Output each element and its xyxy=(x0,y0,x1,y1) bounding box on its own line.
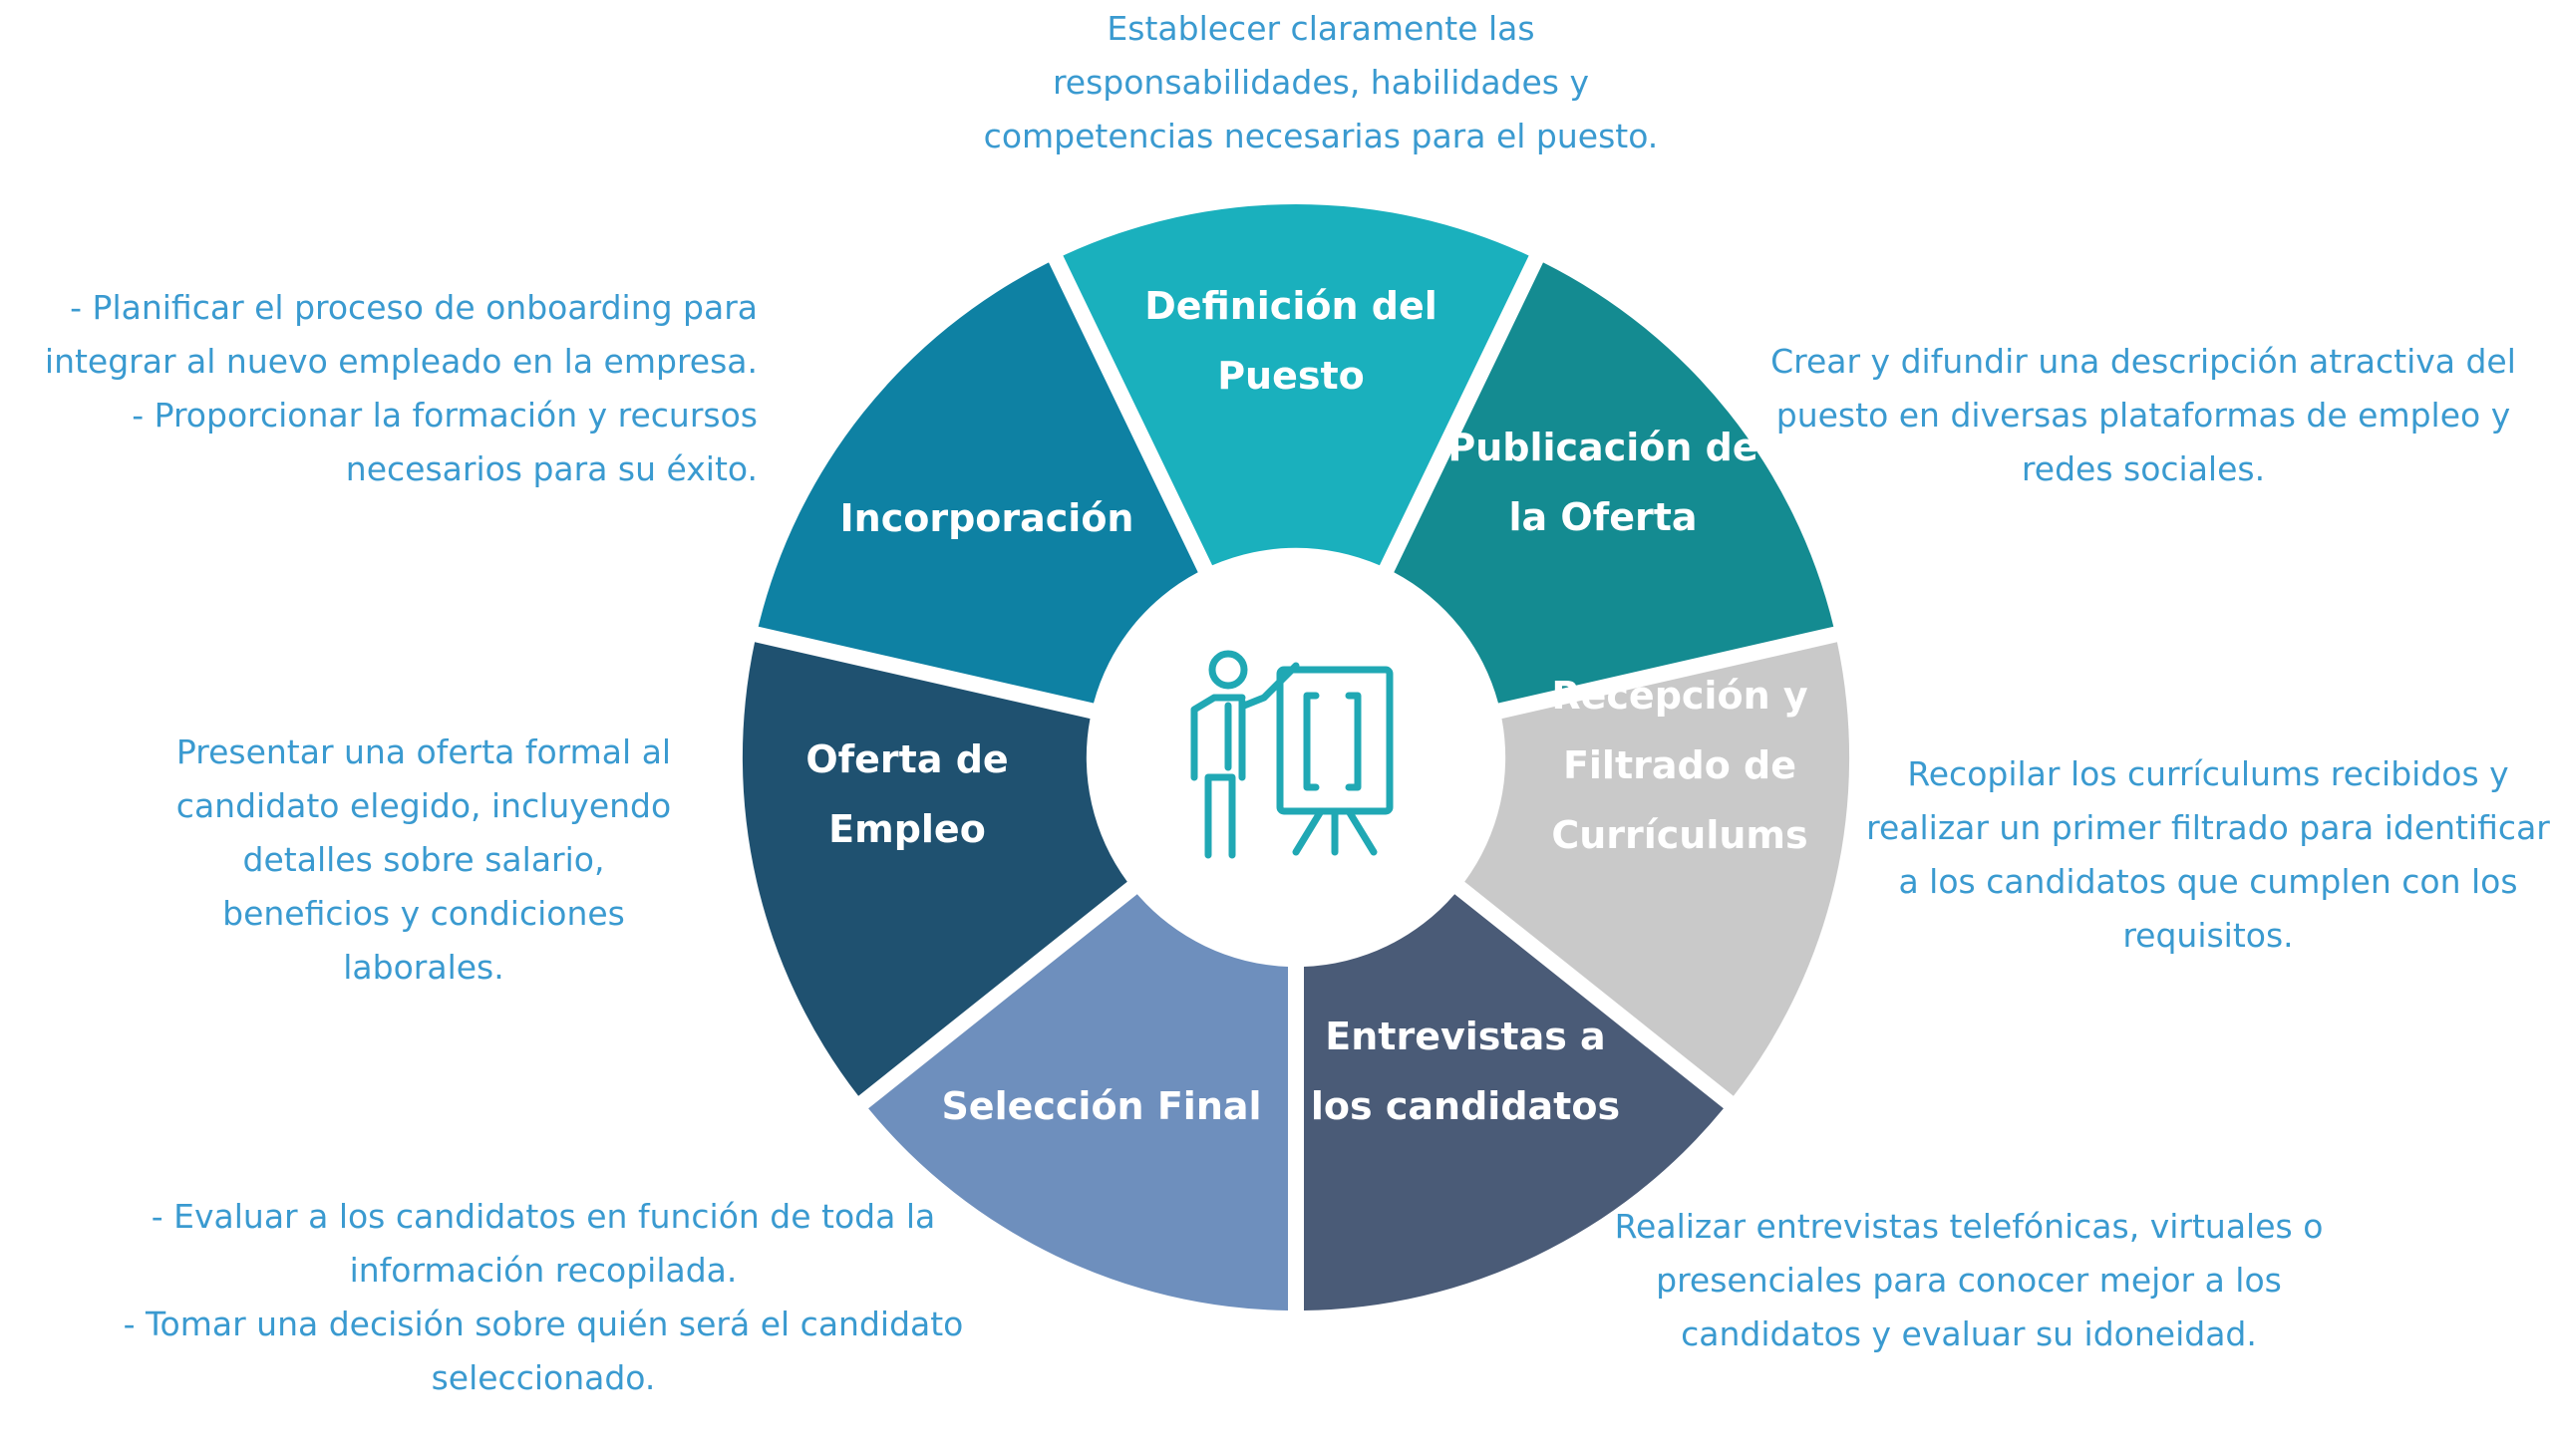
segment-label-line: Definición del xyxy=(1144,284,1437,328)
description-publicacion: Crear y difundir una descripción atracti… xyxy=(1770,342,2516,488)
description-entrevistas: Realizar entrevistas telefónicas, virtua… xyxy=(1614,1207,2324,1353)
wheel-segments xyxy=(742,203,1850,1310)
segment-seleccion xyxy=(868,894,1288,1310)
segment-incorporacion xyxy=(758,262,1198,704)
segment-label-line: Publicación de xyxy=(1447,426,1757,469)
presenter-board-icon xyxy=(1190,650,1394,859)
segment-label-recepcion: Recepción y Filtrado de Currículums xyxy=(1551,674,1808,857)
segment-label-seleccion: Selección Final xyxy=(941,1084,1261,1128)
segment-label-incorporacion: Incorporación xyxy=(840,496,1134,540)
segment-label-oferta: Oferta de Empleo xyxy=(805,737,1008,851)
description-recepcion: Recopilar los currículums recibidos y re… xyxy=(1866,754,2550,955)
segment-label-entrevistas: Entrevistas a los candidatos xyxy=(1311,1015,1620,1128)
segment-oferta xyxy=(742,642,1127,1096)
segment-label-line: Recepción y xyxy=(1551,674,1807,718)
segment-recepcion xyxy=(1464,642,1850,1096)
description-seleccion: - Evaluar a los candidatos en función de… xyxy=(123,1197,964,1397)
segment-label-line: Currículums xyxy=(1551,813,1807,857)
segment-label-line: Entrevistas a xyxy=(1325,1015,1605,1058)
segment-label-publicacion: Publicación de la Oferta xyxy=(1447,426,1757,539)
segment-label-line: Empleo xyxy=(828,807,986,851)
description-oferta: Presentar una oferta formal al candidato… xyxy=(175,732,672,987)
segment-label-line: la Oferta xyxy=(1508,495,1697,539)
description-incorporacion: - Planificar el proceso de onboarding pa… xyxy=(44,288,758,488)
segment-label-line: Puesto xyxy=(1217,354,1365,398)
segment-label-line: Incorporación xyxy=(840,496,1134,540)
segment-definicion xyxy=(1063,203,1529,566)
segment-entrevistas xyxy=(1304,894,1724,1310)
segment-label-line: Oferta de xyxy=(805,737,1008,781)
segment-publicacion xyxy=(1394,262,1834,704)
segment-label-line: los candidatos xyxy=(1311,1084,1620,1128)
segment-label-line: Filtrado de xyxy=(1563,743,1796,787)
segment-label-line: Selección Final xyxy=(941,1084,1261,1128)
description-definicion: Establecer claramente las responsabilida… xyxy=(983,9,1659,155)
